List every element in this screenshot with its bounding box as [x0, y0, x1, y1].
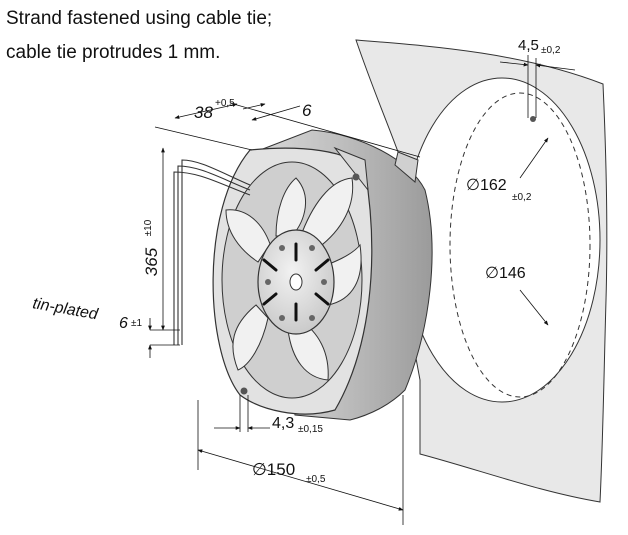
lead-wires [173, 159, 251, 345]
panel-cutout [403, 77, 601, 403]
bolt-circle-line [449, 92, 591, 398]
dim-tin-plated: tin-plated 6 ±1 [31, 295, 142, 332]
svg-text:4,5: 4,5 [518, 37, 539, 54]
dim-depth: 38 +0,5 [194, 98, 235, 122]
mount-hole-icon [240, 387, 248, 395]
panel-hole-icon [530, 116, 536, 122]
svg-text:365: 365 [142, 247, 161, 276]
note-line-2: cable tie protrudes 1 mm. [6, 42, 221, 63]
svg-text:±10: ±10 [143, 219, 154, 236]
dim-frame: ∅150 ±0,5 [252, 460, 326, 485]
svg-text:±0,15: ±0,15 [298, 424, 323, 435]
dim-hole: 4,3 ±0,15 [272, 415, 323, 435]
svg-text:6: 6 [119, 315, 128, 332]
fan-blades [225, 177, 362, 381]
svg-text:∅162: ∅162 [466, 177, 507, 194]
dim-cutout-offset: 4,5 ±0,2 [518, 37, 561, 56]
mounting-panel [355, 39, 608, 503]
svg-text:±1: ±1 [131, 318, 142, 329]
svg-text:4,3: 4,3 [272, 415, 294, 432]
dimension-lines [148, 55, 576, 525]
svg-text:±0,2: ±0,2 [541, 45, 561, 56]
svg-text:∅150: ∅150 [252, 460, 295, 479]
svg-text:+0,5: +0,5 [215, 98, 235, 109]
svg-text:tin-plated: tin-plated [31, 295, 100, 323]
svg-text:38: 38 [194, 103, 213, 122]
note-line-1: Strand fastened using cable tie; [6, 8, 273, 29]
dim-flange: 6 [302, 101, 312, 120]
dim-cutout: ∅146 [485, 265, 526, 282]
mount-hole-icon [352, 173, 360, 181]
dim-bolt-circle: ∅162 ±0,2 [466, 177, 532, 203]
svg-text:±0,5: ±0,5 [306, 474, 326, 485]
fan-hub [257, 229, 335, 335]
svg-text:±0,2: ±0,2 [512, 192, 532, 203]
dim-lead-length: 365 ±10 [142, 219, 161, 276]
